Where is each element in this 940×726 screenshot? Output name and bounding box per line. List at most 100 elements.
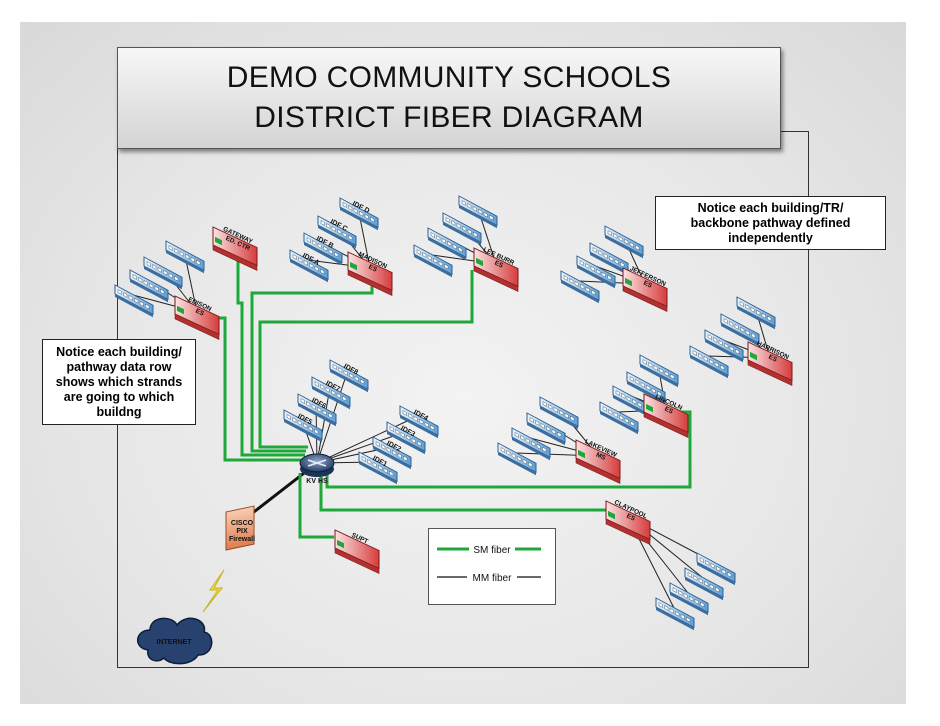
switch-port [745, 329, 750, 336]
switch-port [354, 375, 359, 382]
switch-body [143, 256, 183, 287]
switch-port [620, 261, 625, 268]
switch-port [149, 283, 154, 289]
network-switch [655, 597, 695, 631]
building-base [605, 518, 651, 545]
switch-body [386, 421, 426, 452]
switch-port [306, 237, 311, 243]
switch-body [736, 296, 776, 327]
switch-port [687, 572, 692, 578]
note-left: Notice each building/ pathway data row s… [42, 339, 196, 425]
switch-side [690, 355, 728, 379]
switch-port [756, 310, 761, 316]
network-switch [704, 329, 744, 363]
switch-port [386, 447, 391, 453]
switch-side [414, 254, 452, 278]
sm-fiber-link [319, 474, 612, 512]
sm-fiber-link [236, 255, 305, 457]
switch-side [373, 446, 411, 470]
network-switch [386, 421, 426, 455]
building-base [643, 411, 689, 438]
legend: SM fiber MM fiber [428, 528, 556, 605]
network-switch [589, 242, 629, 276]
switch-port [624, 239, 629, 245]
sm-fiber-link [258, 270, 474, 449]
building-port [177, 305, 184, 315]
sm-fiber-link [298, 473, 334, 539]
switch-port [397, 452, 402, 459]
switch-port [461, 200, 466, 206]
switch-port [413, 416, 418, 422]
switch-side [443, 222, 481, 246]
switch-port [306, 401, 311, 407]
switch-body [589, 242, 629, 273]
switch-port [551, 428, 556, 435]
network-switch [129, 269, 169, 303]
switch-port [632, 399, 637, 405]
switch-port [729, 321, 734, 327]
switch-port [598, 250, 603, 256]
switch-port [729, 345, 734, 352]
building-harrison [747, 341, 793, 386]
switch-port [689, 596, 694, 602]
legend-graphic: SM fiber MM fiber [437, 545, 541, 584]
building-port [215, 236, 222, 246]
switch-port [637, 401, 642, 408]
network-switch [626, 371, 666, 405]
switch-side [359, 461, 397, 485]
building-base [174, 313, 220, 340]
switch-port [618, 236, 623, 242]
switch-port [579, 260, 584, 266]
switch-port [694, 598, 699, 605]
mm-link [316, 415, 419, 464]
switch-body [339, 197, 379, 228]
switch-body [626, 371, 666, 402]
note-left-line: are going to which [63, 389, 175, 404]
switch-port [361, 456, 366, 462]
switch-port [364, 213, 369, 220]
switch-port [478, 209, 483, 215]
network-switch [639, 354, 679, 388]
switch-body [704, 329, 744, 360]
switch-body [317, 215, 357, 246]
switch-body [283, 409, 323, 440]
switch-port [143, 280, 148, 286]
switch-port [467, 228, 472, 235]
switch-port [564, 412, 569, 419]
switch-side [330, 369, 368, 393]
switch-port [314, 265, 319, 272]
switch-body [311, 376, 351, 407]
lightning-icon [202, 569, 225, 613]
firewall-body [225, 505, 255, 551]
switch-port [174, 248, 179, 254]
switch-port [767, 315, 772, 322]
note-right-line: Notice each building/TR/ [697, 200, 844, 215]
switch-body [358, 451, 398, 482]
switch-port [146, 261, 151, 267]
building-label: ES [367, 264, 378, 274]
building-gateway [212, 226, 258, 271]
switch-body [599, 401, 639, 432]
switch-port [723, 318, 728, 324]
switch-side [304, 242, 342, 266]
switch-port [657, 390, 662, 397]
switch-body [399, 405, 439, 436]
switch-port [444, 263, 449, 270]
switch-body [604, 225, 644, 256]
switch-port [145, 303, 150, 310]
switch-port [395, 429, 400, 435]
network-switch [526, 412, 566, 446]
switch-port [607, 230, 612, 236]
switch-port [692, 350, 697, 356]
switch-port [613, 412, 618, 418]
switch-port [430, 232, 435, 238]
switch-side [459, 205, 497, 229]
switch-body [413, 244, 453, 275]
network-switch [165, 240, 205, 274]
switch-port [419, 419, 424, 425]
switch-port [522, 458, 527, 465]
network-switch [458, 195, 498, 229]
switch-port [707, 334, 712, 340]
switch-port [734, 324, 739, 330]
